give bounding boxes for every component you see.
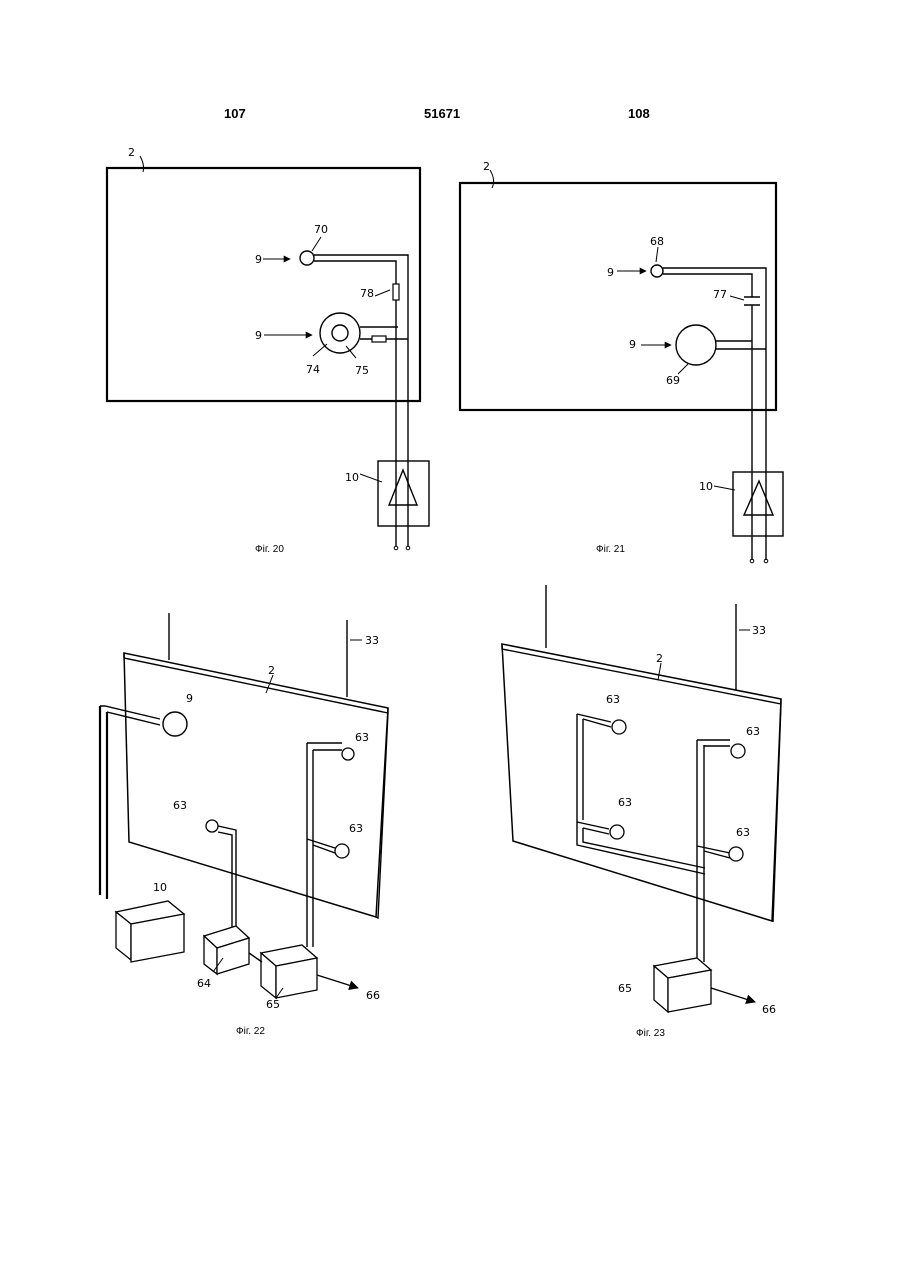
- fig23-caption: Фіг. 23: [636, 1028, 665, 1039]
- figure-21: 2 9 9 68 77 69 10 Фіг. 21: [460, 160, 783, 563]
- fig21-label-69: 69: [666, 374, 680, 387]
- fig23-label-63b: 63: [746, 725, 760, 738]
- fig22-label-64: 64: [197, 977, 211, 990]
- fig23-sensor-63a: [612, 720, 626, 734]
- fig23-label-33: 33: [752, 624, 766, 637]
- fig22-label-63a: 63: [173, 799, 187, 812]
- fig22-box-65: [261, 945, 317, 998]
- fig22-caption: Фіг. 22: [236, 1026, 265, 1037]
- fig22-sensor-63a: [206, 820, 218, 832]
- fig21-label-10: 10: [699, 480, 713, 493]
- fig21-label-68: 68: [650, 235, 664, 248]
- fig22-label-63b: 63: [355, 731, 369, 744]
- fig20-label-70: 70: [314, 223, 328, 236]
- fig21-sensor-69: [676, 325, 716, 365]
- fig21-panel: [460, 183, 776, 410]
- fig23-label-63d: 63: [736, 826, 750, 839]
- fig22-box-10: [116, 901, 184, 962]
- figure-23: 33 2 63 63 63 63 65 66 Фіг. 23: [502, 585, 781, 1039]
- fig20-label-panel: 2: [128, 146, 135, 159]
- fig23-sensor-63b: [731, 744, 745, 758]
- fig22-sensor-63c: [335, 844, 349, 858]
- fig23-label-63c: 63: [618, 796, 632, 809]
- fig20-ring-inner: [332, 325, 348, 341]
- fig23-sensor-63d: [729, 847, 743, 861]
- fig20-label-sensor-a: 9: [255, 253, 262, 266]
- fig23-box-65: [654, 958, 711, 1012]
- fig23-sensor-63c: [610, 825, 624, 839]
- fig21-label-sensor-a: 9: [607, 266, 614, 279]
- fig22-sensor-9: [163, 712, 187, 736]
- fig21-caption: Фіг. 21: [596, 544, 625, 555]
- fig22-label-65: 65: [266, 998, 280, 1011]
- fig23-label-65: 65: [618, 982, 632, 995]
- fig20-label-10: 10: [345, 471, 359, 484]
- fig22-sensor-63b: [342, 748, 354, 760]
- fig22-label-66: 66: [366, 989, 380, 1002]
- fig21-capacitor-77: [744, 297, 760, 305]
- fig23-label-2: 2: [656, 652, 663, 665]
- figure-20: 2 9 9 70 78 74 75 10 Фіг. 20: [107, 146, 429, 555]
- fig20-panel: [107, 168, 420, 401]
- fig20-amplifier-triangle: [389, 470, 417, 505]
- fig20-resistor-small: [372, 336, 386, 342]
- fig22-label-33: 33: [365, 634, 379, 647]
- fig23-panel: [502, 644, 781, 921]
- fig20-caption: Фіг. 20: [255, 544, 284, 555]
- fig22-label-9: 9: [186, 692, 193, 705]
- figure-22: 33 2 9 63 63 63 10 64 65 66 Фіг. 22: [100, 613, 388, 1037]
- fig20-label-78: 78: [360, 287, 374, 300]
- fig20-label-75: 75: [355, 364, 369, 377]
- fig20-sensor-70: [300, 251, 314, 265]
- fig20-label-74: 74: [306, 363, 320, 376]
- fig21-label-panel: 2: [483, 160, 490, 173]
- fig21-label-sensor-b: 9: [629, 338, 636, 351]
- fig23-label-63a: 63: [606, 693, 620, 706]
- fig22-box-64: [204, 926, 249, 974]
- fig21-sensor-68: [651, 265, 663, 277]
- fig22-label-2: 2: [268, 664, 275, 677]
- fig21-amplifier-triangle: [744, 481, 773, 515]
- fig20-label-sensor-b: 9: [255, 329, 262, 342]
- fig22-label-10: 10: [153, 881, 167, 894]
- fig20-resistor-78: [393, 284, 399, 300]
- fig22-panel: [124, 653, 388, 917]
- fig22-label-63c: 63: [349, 822, 363, 835]
- fig21-label-77: 77: [713, 288, 727, 301]
- fig20-ring-outer: [320, 313, 360, 353]
- fig23-label-66: 66: [762, 1003, 776, 1016]
